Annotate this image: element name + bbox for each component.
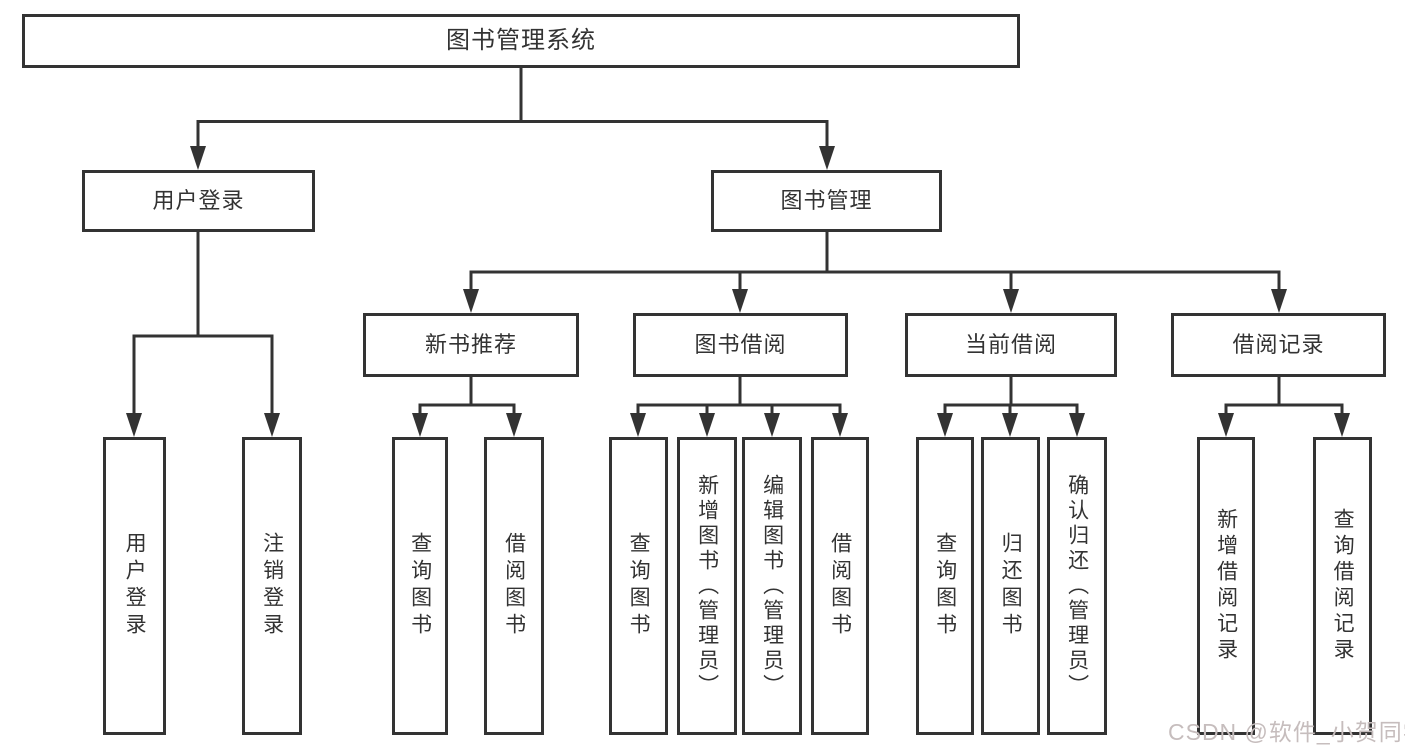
node-label: 查询图书	[933, 532, 957, 640]
node-book-management-branch: 图书管理	[711, 170, 942, 232]
leaf-return-books: 归还图书	[981, 437, 1040, 735]
node-label: 编辑图书（管理员）	[760, 473, 784, 699]
leaf-query-books-current: 查询图书	[916, 437, 974, 735]
node-borrowing-records: 借阅记录	[1171, 313, 1386, 377]
node-label: 归还图书	[999, 532, 1023, 640]
leaf-query-books-borrowing: 查询图书	[609, 437, 668, 735]
leaf-query-books-recommend: 查询图书	[392, 437, 448, 735]
node-label: 当前借阅	[964, 331, 1057, 357]
node-label: 查询图书	[627, 532, 651, 640]
node-label: 注销登录	[260, 532, 284, 640]
node-user-login-branch: 用户登录	[82, 170, 315, 232]
leaf-edit-books-admin: 编辑图书（管理员）	[742, 437, 802, 735]
node-label: 用户登录	[152, 187, 245, 213]
leaf-borrow-books-recommend: 借阅图书	[484, 437, 544, 735]
node-current-borrowing: 当前借阅	[905, 313, 1117, 377]
leaf-borrow-books: 借阅图书	[811, 437, 869, 735]
node-label: 借阅图书	[502, 532, 526, 640]
leaf-confirm-return-admin: 确认归还（管理员）	[1047, 437, 1107, 735]
node-label: 图书管理系统	[446, 26, 596, 54]
node-new-book-recommendation: 新书推荐	[363, 313, 579, 377]
node-label: 用户登录	[123, 532, 147, 640]
node-book-borrowing: 图书借阅	[633, 313, 848, 377]
node-label: 图书借阅	[694, 331, 787, 357]
node-label: 新增图书（管理员）	[695, 473, 719, 699]
node-label: 查询图书	[408, 532, 432, 640]
node-label: 借阅图书	[828, 532, 852, 640]
node-library-management-system: 图书管理系统	[22, 14, 1020, 68]
leaf-add-borrow-record: 新增借阅记录	[1197, 437, 1255, 735]
leaf-user-login: 用户登录	[103, 437, 166, 735]
node-label: 确认归还（管理员）	[1065, 473, 1089, 699]
leaf-add-books-admin: 新增图书（管理员）	[677, 437, 737, 735]
node-label: 查询借阅记录	[1331, 508, 1355, 664]
leaf-logout: 注销登录	[242, 437, 302, 735]
leaf-query-borrow-record: 查询借阅记录	[1313, 437, 1372, 735]
node-label: 借阅记录	[1232, 331, 1325, 357]
node-label: 图书管理	[780, 187, 873, 213]
csdn-watermark: CSDN @软件_小贺同学	[1168, 719, 1405, 745]
node-label: 新书推荐	[424, 331, 517, 357]
node-label: 新增借阅记录	[1214, 508, 1238, 664]
